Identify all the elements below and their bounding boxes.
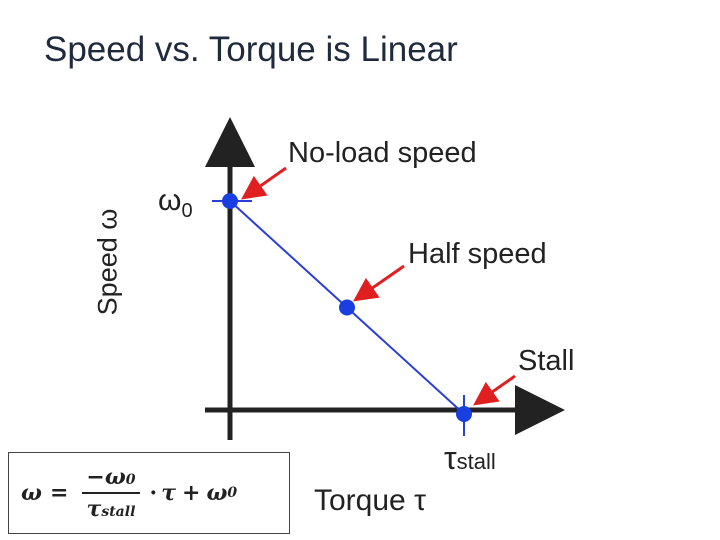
annotation-no-load: No-load speed — [288, 137, 477, 169]
numerator-symbol: −ω — [86, 464, 126, 490]
annotation-half-speed: Half speed — [408, 238, 547, 270]
data-point-0 — [222, 193, 238, 209]
formula-omega: ω — [206, 480, 228, 506]
formula-numerator: −ω0 — [82, 464, 140, 494]
arrow-half-speed — [353, 264, 405, 302]
data-point-1 — [339, 299, 355, 316]
y-tick-subscript: 0 — [181, 200, 193, 222]
formula-denominator: τstall — [87, 494, 136, 522]
denominator-subscript: stall — [101, 504, 136, 520]
x-axis-label: Torque τ — [314, 484, 426, 517]
data-point-2 — [456, 406, 472, 422]
numerator-subscript: 0 — [125, 472, 136, 488]
formula-omega-subscript: 0 — [227, 485, 238, 501]
annotation-stall: Stall — [518, 345, 575, 377]
denominator-symbol: τ — [86, 496, 102, 522]
arrow-stall — [473, 374, 516, 406]
y-tick-symbol: ω — [158, 184, 182, 217]
x-tick-symbol: τ — [444, 440, 457, 476]
formula-tau: τ — [161, 480, 177, 506]
formula-lhs: ω — [21, 480, 42, 506]
x-tick-subscript: stall — [456, 449, 496, 474]
x-tick-label: τstall — [444, 440, 496, 477]
page-title: Speed vs. Torque is Linear — [44, 30, 458, 69]
y-tick-label: ω0 — [158, 184, 193, 223]
formula-mul: · — [149, 480, 158, 506]
formula-plus: + — [182, 480, 201, 506]
formula-equals: = — [49, 480, 69, 506]
formula-fraction: −ω0 τstall — [82, 464, 140, 522]
y-axis-label: Speed ω — [92, 208, 123, 316]
arrow-no-load — [241, 166, 287, 200]
